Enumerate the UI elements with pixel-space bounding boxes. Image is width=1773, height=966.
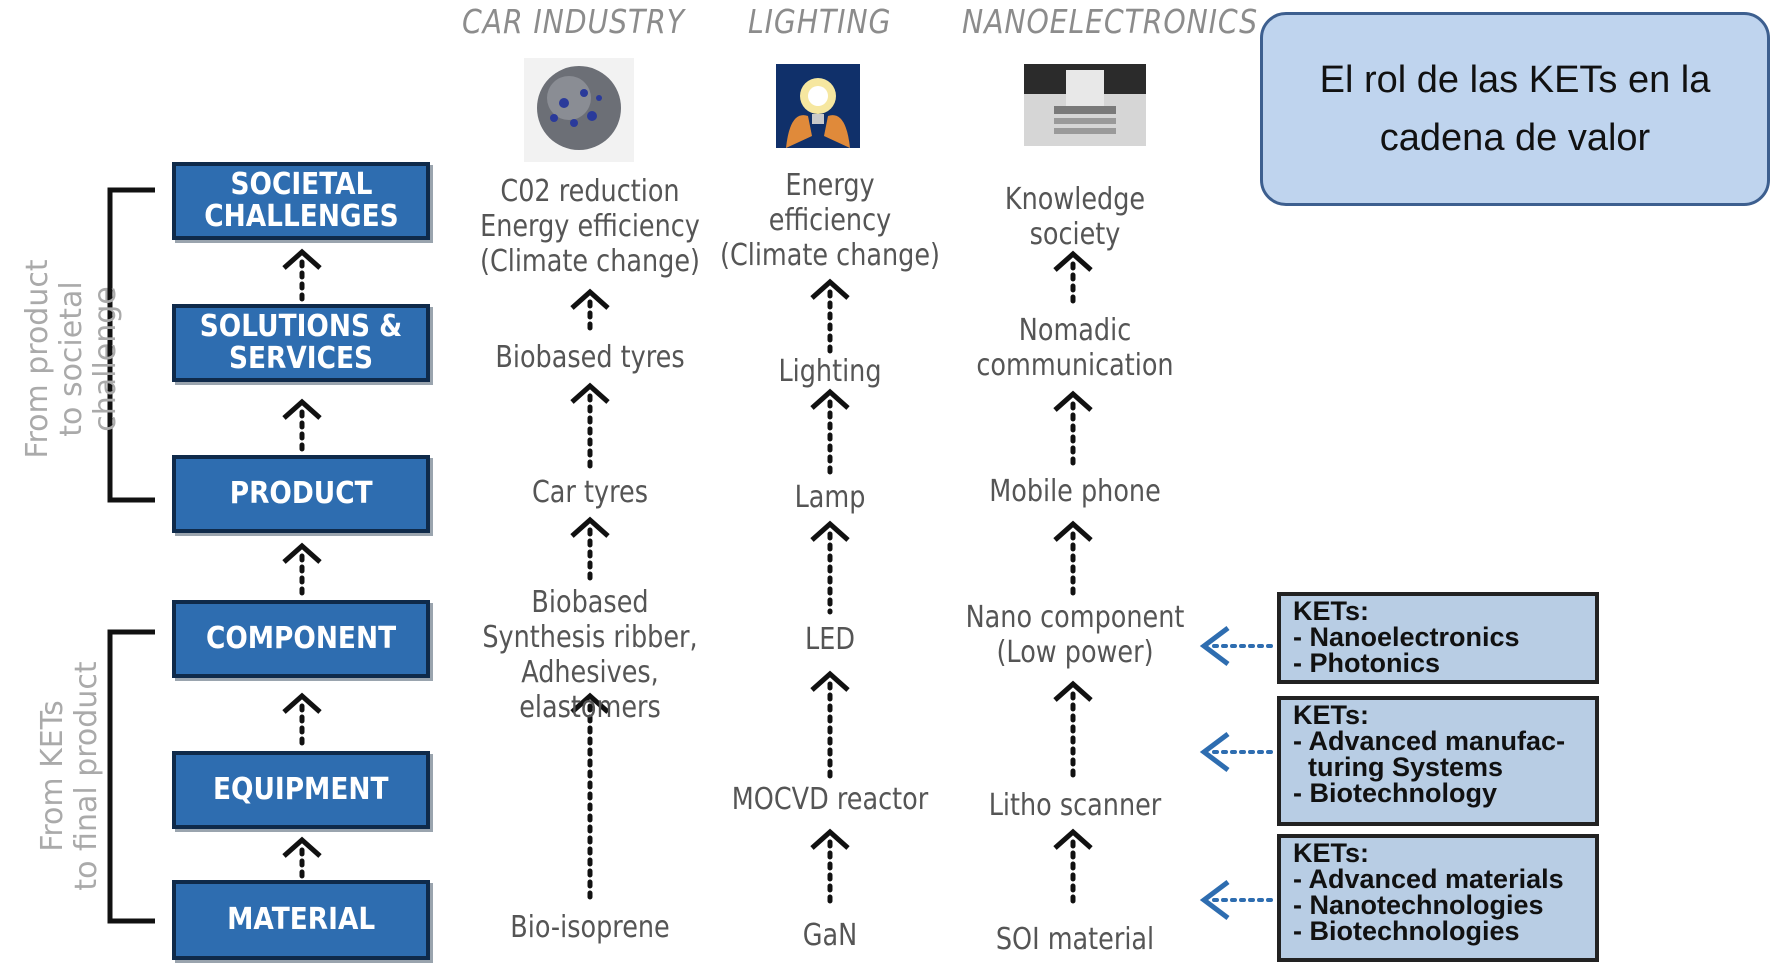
stage-arrowhead-1 — [282, 248, 322, 270]
car-arrowhead-1 — [570, 288, 610, 310]
stage-label: SOLUTIONS & SERVICES — [199, 309, 403, 376]
kets-line: KETs: — [1293, 838, 1370, 868]
molecule-image-icon — [524, 58, 634, 162]
nano-arrowhead-4 — [1053, 680, 1093, 702]
kets-line: - Nanoelectronics — [1293, 622, 1520, 652]
nano-societal: Knowledge society — [1004, 182, 1146, 252]
lighting-arrowhead-1 — [810, 278, 850, 300]
ket-arrowhead-component — [1199, 626, 1230, 666]
lighting-arrowhead-3 — [810, 520, 850, 542]
title-text: El rol de las KETs en la cadena de valor — [1319, 59, 1711, 159]
stage-societal-challenges: SOCIETAL CHALLENGES — [172, 162, 430, 240]
kets-line: KETs: — [1293, 596, 1370, 626]
kets-line: KETs: — [1293, 700, 1370, 730]
stage-label: PRODUCT — [229, 476, 373, 511]
car-arrowhead-2 — [570, 382, 610, 404]
lighting-arrowhead-5 — [810, 828, 850, 850]
lower-bracket — [107, 629, 155, 924]
stage-label: EQUIPMENT — [213, 772, 389, 807]
car-material: Bio-isoprene — [510, 910, 670, 945]
nano-arrowhead-1 — [1053, 250, 1093, 272]
lighting-equipment: MOCVD reactor — [731, 782, 929, 817]
stage-label: COMPONENT — [205, 621, 397, 656]
nano-arrowhead-5 — [1053, 828, 1093, 850]
kets-line: - Nanotechnologies — [1293, 890, 1544, 920]
nano-equipment: Litho scanner — [988, 788, 1162, 823]
lighting-arrowhead-2 — [810, 388, 850, 410]
nano-arrowhead-2 — [1053, 390, 1093, 412]
kets-line: turing Systems — [1293, 752, 1504, 782]
stage-equipment: EQUIPMENT — [172, 751, 430, 829]
title-box: El rol de las KETs en la cadena de valor — [1260, 12, 1770, 206]
nano-arrowhead-3 — [1053, 520, 1093, 542]
car-arrowhead-3 — [570, 516, 610, 538]
lighting-arrowhead-4 — [810, 670, 850, 692]
stage-product: PRODUCT — [172, 455, 430, 533]
car-societal: C02 reduction Energy efficiency (Climate… — [480, 174, 700, 279]
lighting-societal: Energy efficiency (Climate change) — [720, 168, 940, 273]
stage-component: COMPONENT — [172, 600, 430, 678]
nano-product: Mobile phone — [989, 474, 1161, 509]
lighting-solutions: Lighting — [778, 354, 882, 389]
stage-label: SOCIETAL CHALLENGES — [203, 167, 399, 234]
stage-label: MATERIAL — [226, 902, 376, 937]
nano-material: SOI material — [995, 922, 1155, 957]
column-header-lighting: LIGHTING — [748, 2, 892, 41]
kets-line: - Biotechnology — [1293, 778, 1497, 808]
kets-line: - Advanced materials — [1293, 864, 1564, 894]
stage-arrowhead-3 — [282, 542, 322, 564]
lighting-component: LED — [805, 622, 855, 657]
nano-component: Nano component (Low power) — [965, 600, 1185, 670]
lighting-material: GaN — [802, 918, 858, 953]
car-component: Biobased Synthesis ribber, Adhesives, el… — [482, 585, 698, 725]
stage-arrowhead-4 — [282, 692, 322, 714]
kets-line: - Advanced manufac- — [1293, 726, 1566, 756]
kets-box-component: KETs: - Nanoelectronics - Photonics — [1277, 592, 1599, 684]
lightbulb-hands-icon — [776, 64, 860, 148]
column-header-nanoelectronics: NANOELECTRONICS — [962, 2, 1258, 41]
column-header-car-industry: CAR INDUSTRY — [462, 2, 685, 41]
kets-line: - Photonics — [1293, 648, 1440, 678]
lighting-product: Lamp — [794, 480, 866, 515]
stage-solutions-services: SOLUTIONS & SERVICES — [172, 304, 430, 382]
side-label-lower: From KETs to final product — [35, 661, 104, 891]
car-arrowhead-4 — [570, 692, 610, 714]
stage-arrowhead-2 — [282, 398, 322, 420]
ket-arrowhead-material — [1199, 880, 1230, 920]
kets-box-equipment: KETs: - Advanced manufac- turing Systems… — [1277, 696, 1599, 826]
stage-arrowhead-5 — [282, 836, 322, 858]
ket-arrowhead-equipment — [1199, 732, 1230, 772]
kets-box-material: KETs: - Advanced materials - Nanotechnol… — [1277, 834, 1599, 962]
stage-material: MATERIAL — [172, 880, 430, 960]
nano-solutions: Nomadic communication — [976, 313, 1174, 383]
car-solutions: Biobased tyres — [495, 340, 685, 375]
kets-line: - Biotechnologies — [1293, 916, 1520, 946]
transistor-image-icon — [1024, 64, 1146, 146]
side-label-upper: From product to societal challenge — [20, 259, 123, 459]
upper-bracket — [107, 187, 155, 503]
car-product: Car tyres — [531, 475, 648, 510]
